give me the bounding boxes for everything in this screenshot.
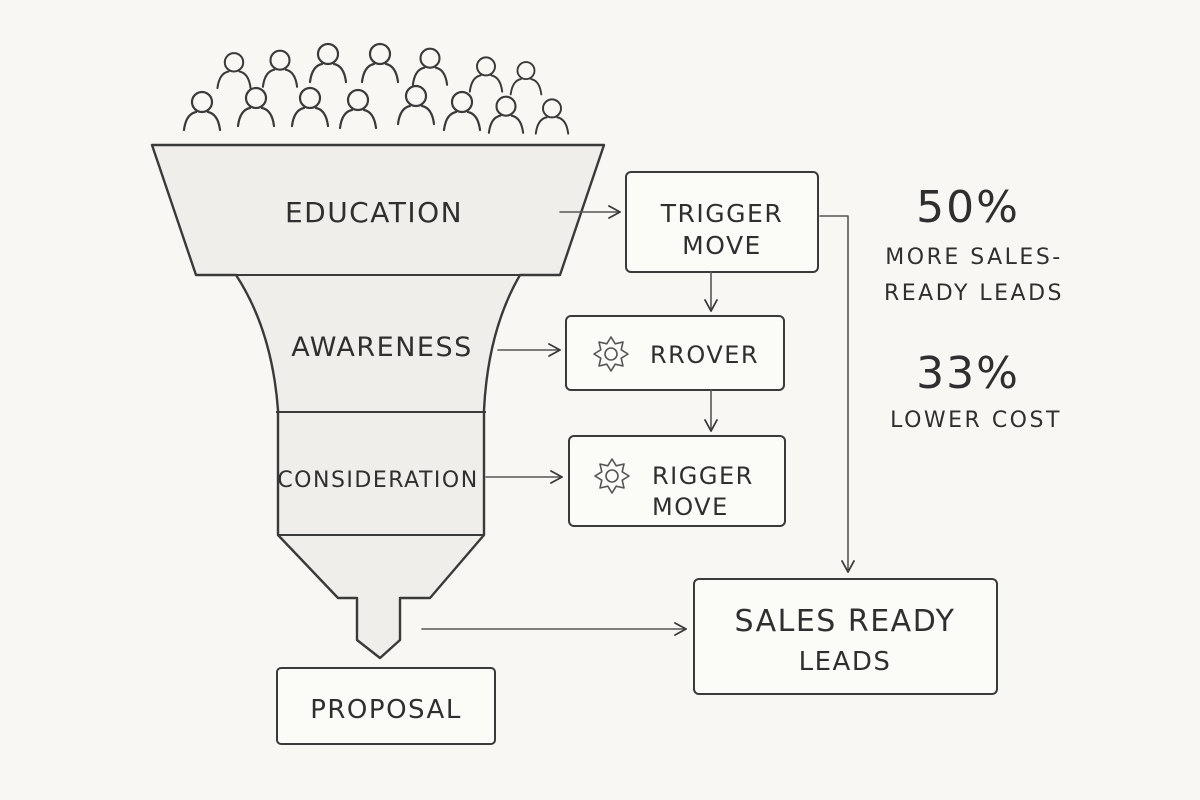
stage-education: EDUCATION [285,196,463,229]
stage-awareness: AWARENESS [291,332,473,363]
trigger-move-box [625,171,819,273]
person-icon [509,61,543,96]
funnel: EDUCATION AWARENESS CONSIDERATION [150,143,606,660]
proposal-box [276,667,496,745]
stat-line1-1: MORE SALES- [885,245,1062,270]
person-icon [290,86,330,128]
stat-line2-1: READY LEADS [884,281,1064,306]
person-icon [261,49,299,88]
crowd-of-people [182,42,570,135]
stat-value-1: 50% [916,182,1020,233]
rigger-move-line2: MOVE [652,493,729,521]
person-icon [411,47,449,86]
person-icon [338,88,378,130]
gear-icon [594,458,630,494]
sales-ready-line1: SALES READY [735,604,956,639]
stat-value-2: 33% [916,348,1020,399]
rigger-move-line1: RIGGER [652,462,754,490]
arrow-trigger-to-sales-ready [819,215,855,573]
person-icon [442,90,482,132]
stage-consideration: CONSIDERATION [277,468,478,493]
arrows [421,205,855,636]
proposal-label: PROPOSAL [310,695,462,725]
person-icon [236,86,276,128]
trigger-move-line2: MOVE [682,231,762,260]
person-icon [534,98,570,135]
sales-ready-leads-box [693,578,998,695]
gear-icon [593,336,629,372]
rrover-label: RROVER [650,341,759,369]
person-icon [182,90,222,132]
person-icon [216,52,252,90]
funnel-body [150,143,606,660]
person-icon [360,42,400,84]
stats-panel: 50% MORE SALES- READY LEADS 33% LOWER CO… [884,182,1064,433]
person-icon [487,95,525,134]
person-icon [468,56,504,93]
sales-ready-line2: LEADS [799,647,892,677]
stat-line1-2: LOWER COST [890,408,1062,433]
person-icon [396,84,436,126]
trigger-move-line1: TRIGGER [660,199,783,228]
person-icon [308,42,348,84]
rrover-box [565,315,785,391]
rigger-move-box [568,435,786,527]
